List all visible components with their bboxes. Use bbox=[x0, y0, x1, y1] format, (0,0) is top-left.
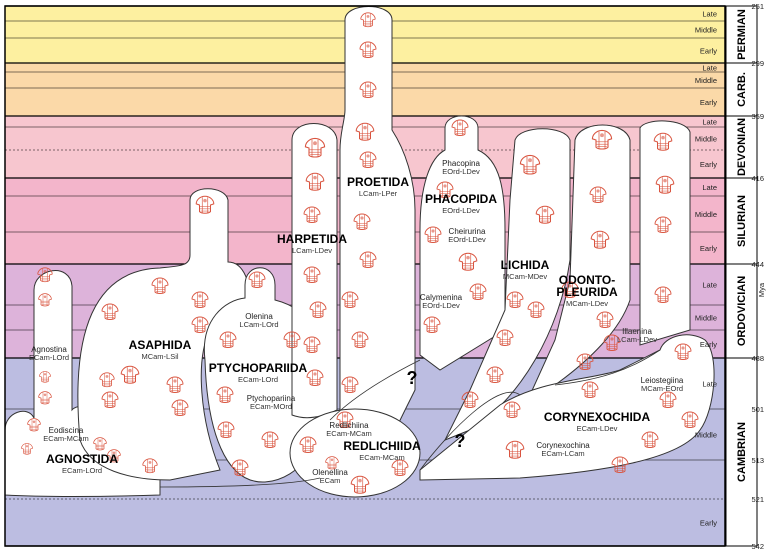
suborder-illaenina-range: LCam-LDev bbox=[617, 335, 657, 344]
period-label-carboniferous: CARB. bbox=[736, 72, 748, 107]
order-odontopleurida-range: MCam-LDev bbox=[566, 299, 608, 308]
asaphida-shape bbox=[77, 188, 253, 481]
suborder-olenina: Olenina bbox=[245, 312, 273, 321]
order-labels: AGNOSTIDA ECam-LOrd ASAPHIDA MCam-LSil P… bbox=[46, 175, 650, 475]
mya-tick: 416 bbox=[751, 174, 764, 183]
period-label-silurian: SILURIAN bbox=[736, 195, 748, 247]
order-harpetida-range: LCam-LDev bbox=[292, 246, 332, 255]
epoch-label: Late bbox=[702, 64, 717, 73]
epoch-label: Middle bbox=[695, 76, 717, 85]
mya-tick: 359 bbox=[751, 112, 764, 121]
epoch-label: Early bbox=[700, 47, 717, 56]
order-phacopida: PHACOPIDA bbox=[425, 192, 497, 206]
suborder-calymenina: Calymenina bbox=[420, 293, 463, 302]
period-label-cambrian: CAMBRIAN bbox=[736, 422, 748, 482]
suborder-leiostegiina-range: MCam-EOrd bbox=[641, 384, 683, 393]
suborder-corynexochina-range: ECam-LCam bbox=[541, 449, 584, 458]
suborder-illaenina: Illaenina bbox=[622, 327, 652, 336]
suborder-redlichiina-range: ECam-MCam bbox=[326, 429, 371, 438]
suborder-phacopina-range: EOrd-LDev bbox=[442, 167, 480, 176]
order-corynexochida: CORYNEXOCHIDA bbox=[544, 410, 651, 424]
illaenina-shape bbox=[639, 120, 691, 346]
epoch-label: Early bbox=[700, 340, 717, 349]
suborder-redlichiina: Redlichiina bbox=[329, 421, 369, 430]
corynexochida-shape bbox=[419, 334, 715, 481]
suborder-cheirurina-range: EOrd-LDev bbox=[448, 235, 486, 244]
mya-tick: 521 bbox=[751, 495, 764, 504]
mya-tick: 299 bbox=[751, 59, 764, 68]
epoch-label: Middle bbox=[695, 431, 717, 440]
period-column bbox=[725, 5, 758, 547]
order-ptychopariida-range: ECam-LOrd bbox=[238, 375, 278, 384]
epoch-label: Late bbox=[702, 118, 717, 127]
unknown-origin-mark-2: ? bbox=[455, 431, 466, 451]
order-proetida-range: LCam-LPer bbox=[359, 189, 398, 198]
mya-unit-label: Mya bbox=[757, 282, 766, 297]
mya-tick: 513 bbox=[751, 456, 764, 465]
order-odontopleurida-line1: ODONTO- bbox=[559, 273, 615, 287]
mya-tick: 488 bbox=[751, 354, 764, 363]
order-asaphida-range: MCam-LSil bbox=[141, 352, 178, 361]
epoch-label: Early bbox=[700, 244, 717, 253]
redlichiida-shape bbox=[289, 408, 421, 498]
epoch-label: Middle bbox=[695, 135, 717, 144]
order-agnostida-range: ECam-LOrd bbox=[62, 466, 102, 475]
suborder-ptychopariina-range: ECam-MOrd bbox=[250, 402, 292, 411]
period-label-devonian: DEVONIAN bbox=[736, 118, 748, 176]
epoch-label: Middle bbox=[695, 314, 717, 323]
order-phacopida-range: EOrd-LDev bbox=[442, 206, 480, 215]
suborder-eodiscina: Eodiscina bbox=[49, 426, 84, 435]
epoch-label: Late bbox=[702, 10, 717, 19]
order-ptychopariida: PTYCHOPARIIDA bbox=[209, 361, 308, 375]
mya-tick: 501 bbox=[751, 405, 764, 414]
epoch-label: Late bbox=[702, 281, 717, 290]
diagram-frame bbox=[4, 5, 726, 547]
suborder-olenellina: Olenellina bbox=[312, 468, 348, 477]
period-label-permian: PERMIAN bbox=[736, 9, 748, 60]
order-redlichiida: REDLICHIIDA bbox=[343, 439, 421, 453]
epoch-label: Middle bbox=[695, 210, 717, 219]
order-harpetida: HARPETIDA bbox=[277, 232, 347, 246]
epoch-label: Late bbox=[702, 183, 717, 192]
suborder-olenellina-range: ECam bbox=[320, 476, 341, 485]
epoch-label: Late bbox=[702, 380, 717, 389]
suborder-agnostina-range: ECam-LOrd bbox=[29, 353, 69, 362]
suborder-eodiscina-range: ECam-MCam bbox=[43, 434, 88, 443]
order-proetida: PROETIDA bbox=[347, 175, 409, 189]
suborder-phacopina: Phacopina bbox=[442, 159, 480, 168]
unknown-origin-mark-1: ? bbox=[407, 368, 418, 388]
order-asaphida: ASAPHIDA bbox=[129, 338, 192, 352]
order-odontopleurida-line2: PLEURIDA bbox=[556, 285, 618, 299]
order-agnostida: AGNOSTIDA bbox=[46, 452, 118, 466]
suborder-olenina-range: LCam-LOrd bbox=[239, 320, 278, 329]
suborder-agnostina: Agnostina bbox=[31, 345, 67, 354]
lineage-connectors bbox=[159, 349, 661, 488]
period-label-ordovician: ORDOVICIAN bbox=[736, 276, 748, 346]
suborder-corynexochina: Corynexochina bbox=[536, 441, 590, 450]
epoch-label: Early bbox=[700, 98, 717, 107]
epoch-label: Middle bbox=[695, 26, 717, 35]
order-lichida: LICHIDA bbox=[501, 258, 550, 272]
suborder-labels: Agnostina ECam-LOrd Eodiscina ECam-MCam … bbox=[29, 159, 684, 485]
mya-tick: 444 bbox=[751, 260, 764, 269]
order-redlichiida-range: ECam-MCam bbox=[359, 453, 404, 462]
suborder-cheirurina: Cheirurina bbox=[449, 227, 486, 236]
suborder-ptychopariina: Ptychopariina bbox=[247, 394, 296, 403]
epoch-label: Early bbox=[700, 519, 717, 528]
phacopida-shape bbox=[419, 115, 506, 371]
mya-tick: 251 bbox=[751, 2, 764, 11]
suborder-leiostegiina: Leiostegiina bbox=[641, 376, 684, 385]
order-lichida-range: MCam-MDev bbox=[503, 272, 547, 281]
mya-tick: 542 bbox=[751, 542, 764, 551]
epoch-label: Early bbox=[700, 160, 717, 169]
proetida-shape bbox=[339, 6, 416, 456]
suborder-calymenina-range: EOrd-LDev bbox=[422, 301, 460, 310]
order-corynexochida-range: ECam-LDev bbox=[577, 424, 618, 433]
